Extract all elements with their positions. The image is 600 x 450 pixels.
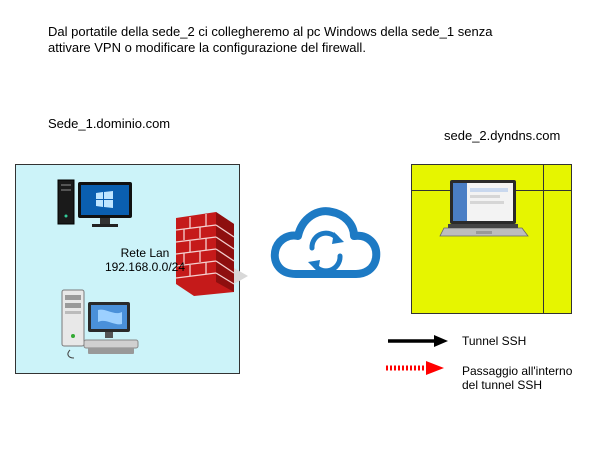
firewall-brick-icon <box>175 212 248 296</box>
windows-desktop-icon <box>57 179 132 227</box>
laptop-icon <box>439 180 529 237</box>
legend-ssh-label: Tunnel SSH <box>462 334 527 348</box>
cloud-sync-icon <box>270 207 381 278</box>
lan-subnet: 192.168.0.0/24 <box>104 260 186 274</box>
legend-passage-line-2: del tunnel SSH <box>462 378 543 392</box>
legend-ssh-arrow <box>388 335 448 347</box>
legend-passage-arrow <box>386 361 444 375</box>
site1-hostname: Sede_1.dominio.com <box>48 116 171 131</box>
lan-title: Rete Lan <box>120 246 170 260</box>
site2-hostname: sede_2.dyndns.com <box>444 128 561 143</box>
intro-text: Dal portatile della sede_2 ci colleghere… <box>48 24 568 56</box>
lan-label: Rete Lan 192.168.0.0/24 <box>80 246 210 274</box>
intro-line-2: attivare VPN o modificare la configurazi… <box>48 40 366 55</box>
intro-line-1: Dal portatile della sede_2 ci colleghere… <box>48 24 493 39</box>
server-workstation-icon <box>61 289 139 359</box>
legend-passage-label: Passaggio all'interno del tunnel SSH <box>462 364 592 392</box>
site2-divider-vertical <box>543 164 544 313</box>
legend-passage-line-1: Passaggio all'interno <box>462 364 573 378</box>
